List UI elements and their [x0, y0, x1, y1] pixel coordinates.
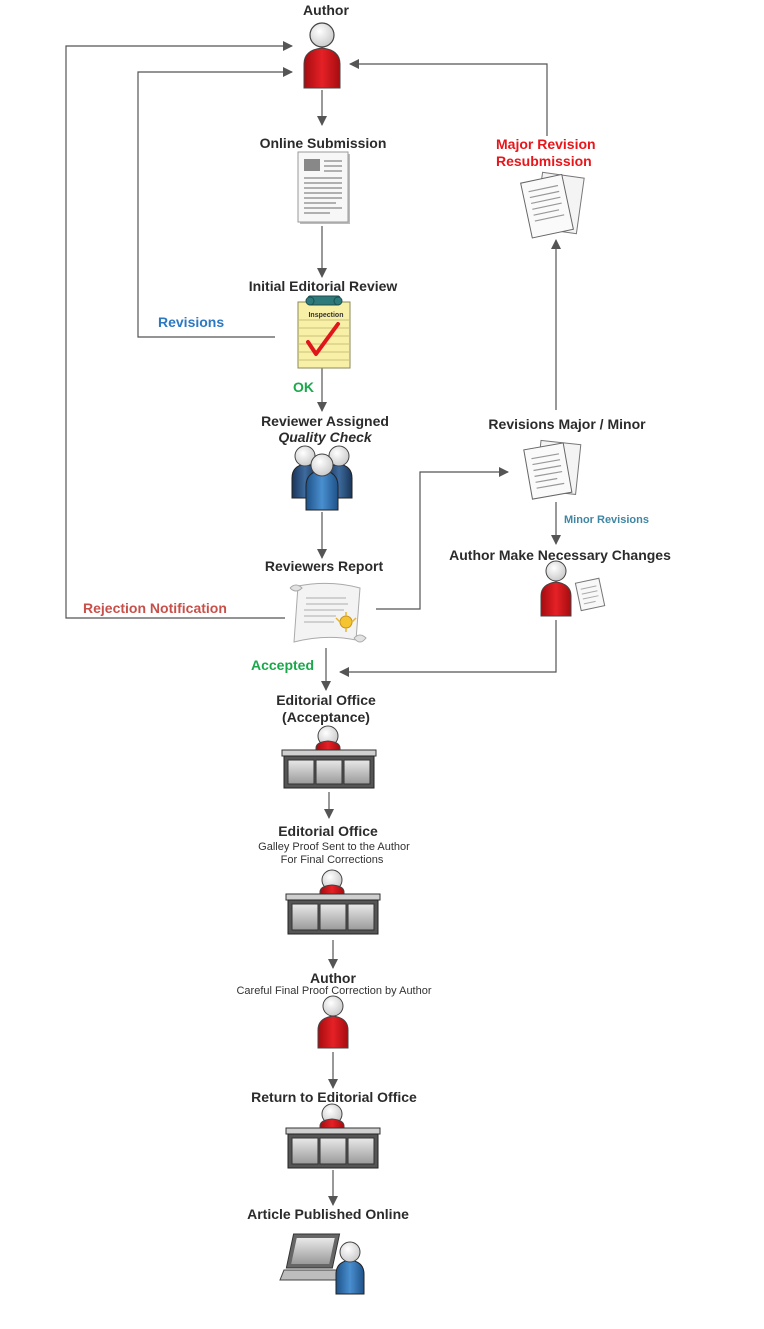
- connectors: [65, 41, 561, 1206]
- desk-icon: [285, 869, 381, 935]
- document-icon: [297, 151, 350, 224]
- node-author-final-sub: Careful Final Proof Correction by Author: [236, 985, 432, 997]
- node-major-revision: Major Revision: [496, 136, 596, 152]
- node-return-editorial: Return to Editorial Office: [251, 1089, 417, 1105]
- node-acceptance-paren: (Acceptance): [282, 709, 370, 725]
- node-editorial-galley: Editorial Office: [278, 823, 378, 839]
- node-author-final: Author: [310, 970, 356, 986]
- laptop-user-icon: [279, 1233, 365, 1295]
- person-icon: [303, 22, 341, 89]
- certificate-scroll-icon: [289, 582, 367, 643]
- edge-report-revisions: [376, 467, 509, 610]
- person-icon: [317, 995, 349, 1049]
- edge-major-author: [349, 59, 548, 136]
- edge-rejection-loop: [65, 41, 293, 619]
- node-reviewer-assigned: Reviewer Assigned: [261, 413, 389, 429]
- node-online-submission: Online Submission: [259, 135, 387, 151]
- person-icon: [540, 560, 572, 617]
- node-resubmission: Resubmission: [496, 153, 592, 169]
- node-published: Article Published Online: [247, 1206, 409, 1222]
- node-author-top: Author: [303, 2, 349, 18]
- node-author-changes: Author Make Necessary Changes: [449, 547, 671, 563]
- node-quality-check: Quality Check: [278, 429, 372, 445]
- desk-icon: [281, 725, 377, 789]
- document-icon: [574, 577, 606, 612]
- edge-changes-acceptance: [339, 620, 557, 677]
- reviewer-group-icon: [291, 445, 353, 511]
- edge-label-rejection: Rejection Notification: [83, 600, 227, 616]
- node-editorial-acceptance: Editorial Office: [276, 692, 376, 708]
- edge-label-minor-revisions: Minor Revisions: [564, 514, 649, 526]
- node-galley-sub1: Galley Proof Sent to the Author: [258, 841, 410, 853]
- node-initial-review: Initial Editorial Review: [248, 278, 398, 294]
- edge-label-ok: OK: [293, 379, 314, 395]
- node-revisions-major-minor: Revisions Major / Minor: [488, 416, 646, 432]
- edge-revisions-loop: [137, 67, 293, 338]
- inspection-tag: Inspection: [308, 312, 343, 319]
- edge-label-revisions: Revisions: [158, 314, 225, 330]
- documents-stack-icon: [523, 439, 582, 500]
- node-galley-sub2: For Final Corrections: [280, 854, 384, 866]
- node-reviewers-report: Reviewers Report: [264, 558, 384, 574]
- documents-stack-icon: [520, 171, 585, 239]
- edge-label-accepted: Accepted: [251, 657, 315, 673]
- desk-icon: [285, 1103, 381, 1169]
- inspection-clipboard-icon: [297, 295, 351, 369]
